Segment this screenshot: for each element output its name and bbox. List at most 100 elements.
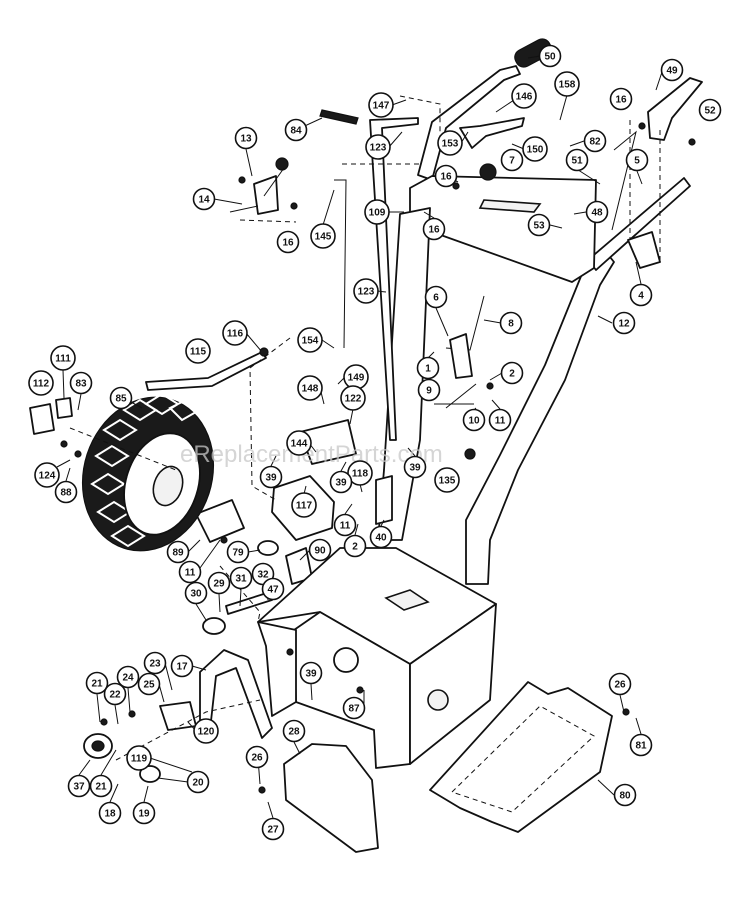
- callout-26[interactable]: 26: [608, 672, 632, 696]
- callout-27[interactable]: 27: [261, 817, 285, 841]
- callout-11[interactable]: 11: [488, 408, 512, 432]
- callout-1[interactable]: 1: [416, 356, 440, 380]
- callout-ring: [34, 462, 60, 488]
- callout-30[interactable]: 30: [184, 581, 208, 605]
- callout-115[interactable]: 115: [185, 338, 211, 364]
- callout-149[interactable]: 149: [343, 364, 369, 390]
- callout-2[interactable]: 2: [343, 534, 367, 558]
- callout-8[interactable]: 8: [499, 311, 523, 335]
- callout-135[interactable]: 135: [434, 467, 460, 493]
- callout-89[interactable]: 89: [166, 540, 190, 564]
- callout-13[interactable]: 13: [234, 126, 258, 150]
- callout-2[interactable]: 2: [500, 361, 524, 385]
- callout-147[interactable]: 147: [368, 92, 394, 118]
- callout-label: 144: [291, 439, 308, 450]
- callout-25[interactable]: 25: [137, 672, 161, 696]
- callout-150[interactable]: 150: [522, 136, 548, 162]
- callout-21[interactable]: 21: [89, 774, 113, 798]
- callout-112[interactable]: 112: [28, 370, 54, 396]
- callout-53[interactable]: 53: [527, 213, 551, 237]
- callout-ring: [193, 718, 219, 744]
- callout-49[interactable]: 49: [660, 58, 684, 82]
- callout-16[interactable]: 16: [422, 217, 446, 241]
- callout-80[interactable]: 80: [613, 783, 637, 807]
- callout-12[interactable]: 12: [612, 311, 636, 335]
- callout-47[interactable]: 47: [261, 577, 285, 601]
- callout-145[interactable]: 145: [310, 223, 336, 249]
- callout-31[interactable]: 31: [229, 566, 253, 590]
- spring: [319, 109, 359, 125]
- callout-39[interactable]: 39: [403, 455, 427, 479]
- callout-50[interactable]: 50: [538, 44, 562, 68]
- callout-4[interactable]: 4: [629, 283, 653, 307]
- callout-158[interactable]: 158: [554, 71, 580, 97]
- clip-111: [55, 397, 73, 419]
- callout-146[interactable]: 146: [511, 83, 537, 109]
- callout-124[interactable]: 124: [34, 462, 60, 488]
- callout-9[interactable]: 9: [417, 378, 441, 402]
- callout-23[interactable]: 23: [143, 651, 167, 675]
- callout-153[interactable]: 153: [437, 130, 463, 156]
- callout-83[interactable]: 83: [69, 371, 93, 395]
- callout-19[interactable]: 19: [132, 801, 156, 825]
- callout-18[interactable]: 18: [98, 801, 122, 825]
- callout-117[interactable]: 117: [291, 492, 317, 518]
- callout-120[interactable]: 120: [193, 718, 219, 744]
- callout-7[interactable]: 7: [500, 148, 524, 172]
- callout-37[interactable]: 37: [67, 774, 91, 798]
- callout-22[interactable]: 22: [103, 682, 127, 706]
- callout-82[interactable]: 82: [583, 129, 607, 153]
- callout-123[interactable]: 123: [353, 278, 379, 304]
- callout-11[interactable]: 11: [333, 513, 357, 537]
- callout-122[interactable]: 122: [340, 385, 366, 411]
- callout-17[interactable]: 17: [170, 654, 194, 678]
- callout-40[interactable]: 40: [369, 525, 393, 549]
- callout-16[interactable]: 16: [434, 164, 458, 188]
- callout-14[interactable]: 14: [192, 187, 216, 211]
- callout-148[interactable]: 148: [297, 375, 323, 401]
- callout-26[interactable]: 26: [245, 745, 269, 769]
- callout-51[interactable]: 51: [565, 148, 589, 172]
- callout-81[interactable]: 81: [629, 733, 653, 757]
- callout-ring: [291, 492, 317, 518]
- callout-116[interactable]: 116: [222, 320, 248, 346]
- callout-39[interactable]: 39: [259, 465, 283, 489]
- callout-119[interactable]: 119: [126, 745, 152, 771]
- callout-90[interactable]: 90: [308, 538, 332, 562]
- callout-111[interactable]: 111: [50, 345, 76, 371]
- guide-9: [239, 219, 297, 223]
- callout-48[interactable]: 48: [585, 200, 609, 224]
- callout-label: 47: [267, 585, 279, 596]
- callout-123[interactable]: 123: [365, 134, 391, 160]
- callout-29[interactable]: 29: [207, 571, 231, 595]
- callout-20[interactable]: 20: [186, 770, 210, 794]
- nut: [486, 382, 494, 390]
- callout-10[interactable]: 10: [462, 408, 486, 432]
- callout-16[interactable]: 16: [609, 87, 633, 111]
- callout-16[interactable]: 16: [276, 230, 300, 254]
- callout-39[interactable]: 39: [329, 470, 353, 494]
- callout-39[interactable]: 39: [299, 661, 323, 685]
- callout-label: 82: [589, 137, 601, 148]
- callout-28[interactable]: 28: [282, 719, 306, 743]
- callout-88[interactable]: 88: [54, 480, 78, 504]
- callout-ring: [137, 672, 161, 696]
- callout-52[interactable]: 52: [698, 98, 722, 122]
- callout-label: 117: [296, 501, 313, 512]
- callout-5[interactable]: 5: [625, 148, 649, 172]
- callout-6[interactable]: 6: [424, 285, 448, 309]
- callout-144[interactable]: 144: [286, 430, 312, 456]
- frame-end: [409, 603, 497, 765]
- callout-87[interactable]: 87: [342, 696, 366, 720]
- callout-85[interactable]: 85: [109, 386, 133, 410]
- callout-79[interactable]: 79: [226, 540, 250, 564]
- callout-label: 24: [122, 673, 134, 684]
- callout-11[interactable]: 11: [178, 560, 202, 584]
- callout-21[interactable]: 21: [85, 671, 109, 695]
- callout-118[interactable]: 118: [347, 460, 373, 486]
- callout-84[interactable]: 84: [284, 118, 308, 142]
- callout-109[interactable]: 109: [364, 199, 390, 225]
- callout-24[interactable]: 24: [116, 665, 140, 689]
- callout-154[interactable]: 154: [297, 327, 323, 353]
- callout-ring: [434, 164, 458, 188]
